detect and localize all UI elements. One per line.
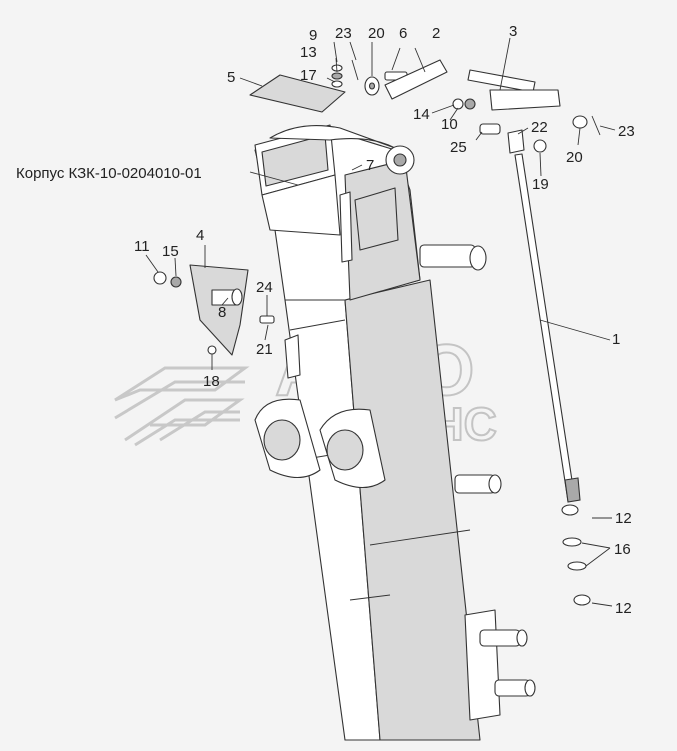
callout-8: 8 bbox=[218, 304, 226, 321]
callout-21: 21 bbox=[256, 341, 273, 358]
part-4-bracket bbox=[153, 264, 275, 356]
callout-20a: 20 bbox=[368, 25, 385, 42]
callout-1: 1 bbox=[612, 331, 620, 348]
callout-5: 5 bbox=[227, 69, 235, 86]
callout-9: 9 bbox=[309, 27, 317, 44]
callout-19: 19 bbox=[532, 176, 549, 193]
callout-12b: 12 bbox=[615, 600, 632, 617]
part-5-cover bbox=[249, 74, 346, 113]
callout-25: 25 bbox=[450, 139, 467, 156]
callout-12a: 12 bbox=[615, 510, 632, 527]
callout-15: 15 bbox=[162, 243, 179, 260]
callout-23b: 23 bbox=[618, 123, 635, 140]
callout-23a: 23 bbox=[335, 25, 352, 42]
leader-lines bbox=[145, 37, 616, 607]
callout-2: 2 bbox=[432, 25, 440, 42]
callout-11: 11 bbox=[134, 238, 150, 255]
callout-14: 14 bbox=[413, 106, 430, 123]
part-1-rod bbox=[514, 153, 591, 606]
callouts: 1 2 3 4 5 6 7 8 9 10 11 12 12 13 14 15 1… bbox=[134, 23, 635, 617]
callout-20b: 20 bbox=[566, 149, 583, 166]
callout-24: 24 bbox=[256, 279, 273, 296]
watermark-logo bbox=[114, 366, 250, 447]
callout-17: 17 bbox=[300, 67, 317, 84]
callout-4: 4 bbox=[196, 227, 204, 244]
link-parts bbox=[384, 59, 601, 154]
callout-16: 16 bbox=[614, 541, 631, 558]
callout-13: 13 bbox=[300, 44, 317, 61]
callout-6: 6 bbox=[399, 25, 407, 42]
housing-body bbox=[254, 124, 536, 741]
callout-7: 7 bbox=[366, 157, 374, 174]
callout-10: 10 bbox=[441, 116, 458, 133]
callout-18: 18 bbox=[203, 373, 220, 390]
callout-22: 22 bbox=[531, 119, 548, 136]
callout-3: 3 bbox=[509, 23, 517, 40]
housing-caption: Корпус КЗК-10-0204010-01 bbox=[16, 165, 202, 182]
